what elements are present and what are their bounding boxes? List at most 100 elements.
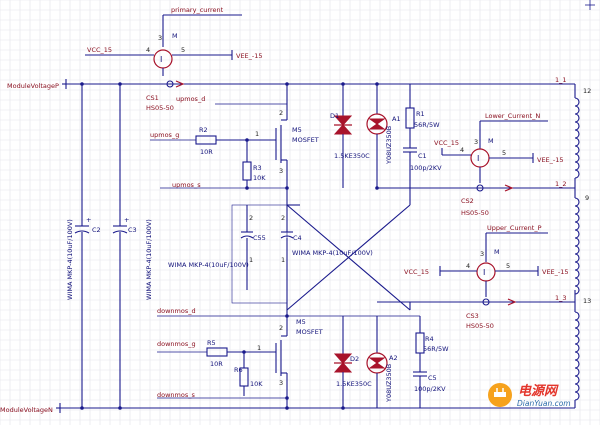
resistor-r1[interactable]: R1 56R/5W <box>405 84 440 148</box>
lower-current-sensor[interactable]: Lower_Current_N 3 M I 4 VCC_15 5 VEE_-15… <box>434 112 564 217</box>
svg-text:3: 3 <box>158 34 162 42</box>
svg-text:+: + <box>124 216 129 224</box>
capacitor-c2[interactable]: C2 + WIMA MKP-4(10uF/100V) <box>66 84 101 408</box>
svg-text:MOSFET: MOSFET <box>292 136 319 144</box>
svg-text:12: 12 <box>583 87 591 95</box>
m5-upper-label: M5 <box>292 126 302 134</box>
svg-text:1.5KE350C: 1.5KE350C <box>334 152 370 160</box>
svg-text:1: 1 <box>257 344 261 352</box>
svg-text:A1: A1 <box>392 115 401 123</box>
mosfet-m5-upper[interactable]: upmos_d 2 3 1 M5 MOSFET <box>176 84 319 188</box>
capacitor-c1[interactable]: C1 100p/2KV <box>403 147 442 188</box>
svg-text:100p/2KV: 100p/2KV <box>410 164 442 172</box>
svg-text:56R/5W: 56R/5W <box>414 121 440 129</box>
capacitor-c3[interactable]: C3 + WIMA MKP-4(10uF/100V) <box>112 84 153 408</box>
svg-text:1_3: 1_3 <box>555 294 567 302</box>
output-transformer[interactable]: 12 9 13 1_1 1_2 1_3 <box>555 0 595 408</box>
current-meter-icon[interactable] <box>153 49 173 69</box>
module-voltage-p-rail[interactable]: ModuleVoltageP CS1 HS05-50 <box>7 79 575 112</box>
svg-text:I: I <box>160 55 162 64</box>
cs3-arrow-icon <box>507 298 517 306</box>
watermark-logo-text: 电源网 <box>518 383 559 399</box>
c3-type-label: WIMA MKP-4(10uF/100V) <box>145 219 153 300</box>
net-label-module-voltage-n: ModuleVoltageN <box>0 406 53 414</box>
m5-lower-label: M5 <box>296 318 306 326</box>
resistor-r5[interactable]: downmos_g R5 10R <box>157 339 276 368</box>
net-label-lower-current-n: Lower_Current_N <box>485 112 540 120</box>
svg-text:HS05-50: HS05-50 <box>146 104 174 112</box>
svg-text:13: 13 <box>583 297 591 305</box>
svg-text:4: 4 <box>460 146 464 154</box>
upmos-s-bus[interactable]: upmos_s <box>160 181 289 205</box>
upper-current-sensor[interactable]: Upper_Current_P 3 M I 4 VCC_15 5 VEE_-15… <box>404 224 569 330</box>
svg-text:5: 5 <box>502 149 506 157</box>
c2-label: C2 <box>92 226 101 234</box>
svg-text:C55: C55 <box>253 234 266 242</box>
svg-text:10R: 10R <box>210 360 223 368</box>
svg-text:10K: 10K <box>250 380 263 388</box>
svg-text:VEE_-15: VEE_-15 <box>542 268 569 276</box>
net-label-downmos-s: downmos_s <box>157 391 195 399</box>
svg-text:VCC_15: VCC_15 <box>404 268 429 276</box>
svg-text:R1: R1 <box>416 110 425 118</box>
svg-text:I: I <box>483 268 485 277</box>
cs1-sensor-ring <box>166 80 174 88</box>
cs2-arrow-icon <box>504 184 514 192</box>
svg-text:3: 3 <box>480 250 484 258</box>
resistor-r2[interactable]: upmos_g R2 10R <box>150 126 276 156</box>
svg-text:HS05-50: HS05-50 <box>466 322 494 330</box>
svg-text:1_1: 1_1 <box>555 76 567 84</box>
net-label-vcc-15: VCC_15 <box>87 46 112 54</box>
c55-type-label: WIMA MKP-4(10uF/100V) <box>168 261 249 269</box>
svg-text:R4: R4 <box>425 335 434 343</box>
tvs-diode-d2[interactable]: D2 1.5KE350C <box>287 315 420 408</box>
svg-text:1: 1 <box>255 130 259 138</box>
tvs-diode-d1[interactable]: D1 1.5KE350C <box>330 84 370 188</box>
resistor-r4[interactable]: R4 56R/5W <box>415 316 449 372</box>
watermark-logo: 电源网 DianYuan.com <box>488 383 571 408</box>
svg-text:5: 5 <box>506 262 510 270</box>
cs2-sensor-ring <box>476 184 484 192</box>
net-label-primary-current: primary_current <box>171 6 224 14</box>
capacitor-c5[interactable]: C5 100p/2KV <box>413 371 446 408</box>
svg-text:10R: 10R <box>200 148 213 156</box>
c2-type-label: WIMA MKP-4(10uF/100V) <box>66 219 74 300</box>
cross-wiring <box>286 187 575 311</box>
net-label-upmos-d: upmos_d <box>176 95 205 103</box>
resistor-r6[interactable]: R6 10K <box>234 352 263 396</box>
mosfet-m5-lower[interactable]: downmos_d 2 3 1 M5 MOSFET <box>157 307 323 408</box>
gdt-a1[interactable]: A1 Y08UZ350B <box>366 84 401 190</box>
svg-text:2: 2 <box>279 109 283 117</box>
svg-text:VEE_-15: VEE_-15 <box>537 156 564 164</box>
svg-text:MOSFET: MOSFET <box>296 328 323 336</box>
svg-text:C4: C4 <box>293 234 302 242</box>
svg-text:Y08UZ350B: Y08UZ350B <box>385 364 393 403</box>
svg-text:I: I <box>477 154 479 163</box>
svg-text:4: 4 <box>466 262 470 270</box>
svg-text:2: 2 <box>281 214 285 222</box>
svg-text:10K: 10K <box>253 174 266 182</box>
module-voltage-n-rail[interactable]: ModuleVoltageN <box>0 403 575 414</box>
svg-text:+: + <box>86 216 91 224</box>
downmos-s-bus[interactable]: downmos_s <box>157 391 289 400</box>
resistor-r3[interactable]: R3 10K <box>242 140 266 188</box>
capacitor-c4[interactable]: C4 2 1 <box>280 205 302 310</box>
capacitor-c55[interactable]: C55 2 1 <box>231 204 288 304</box>
net-label-downmos-g: downmos_g <box>157 340 196 348</box>
svg-text:5: 5 <box>181 46 185 54</box>
svg-text:9: 9 <box>585 194 589 202</box>
cs3-label: CS3 <box>466 312 479 320</box>
c3-label: C3 <box>128 226 137 234</box>
watermark-url: DianYuan.com <box>517 399 571 408</box>
svg-text:3: 3 <box>279 167 283 175</box>
svg-text:M: M <box>494 248 500 256</box>
svg-text:3: 3 <box>474 138 478 146</box>
svg-text:1: 1 <box>281 256 285 264</box>
svg-text:M: M <box>172 32 178 40</box>
gdt-a2[interactable]: A2 Y08UZ350B <box>366 316 398 408</box>
svg-text:56R/5W: 56R/5W <box>423 345 449 353</box>
primary-current-sensor[interactable]: primary_current 3 M I 4 VCC_15 5 VEE_-15 <box>85 6 263 76</box>
